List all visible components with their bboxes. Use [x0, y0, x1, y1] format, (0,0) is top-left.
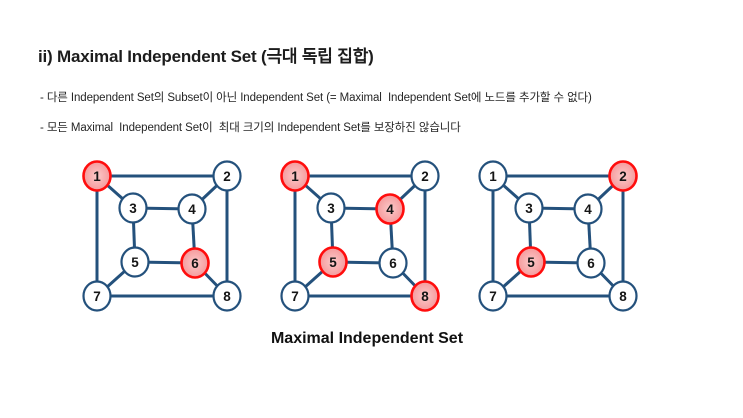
graph-3-node-8 [608, 280, 638, 312]
graph-3-node-7 [478, 280, 508, 312]
graph-2-node-label-6: 6 [389, 256, 397, 271]
graph-3-node-6 [576, 247, 606, 279]
graph-1-node-label-8: 8 [223, 289, 231, 304]
graph-3: 1 2 3 4 5 6 7 8 [478, 160, 638, 312]
graph-1-node-label-6: 6 [191, 256, 199, 271]
graph-2-node-8-highlighted [410, 280, 440, 312]
graph-3-node-label-7: 7 [489, 289, 497, 304]
graph-2-node-7 [280, 280, 310, 312]
graph-2-node-label-8: 8 [421, 289, 429, 304]
graph-1-node-label-2: 2 [223, 169, 231, 184]
graph-1-node-label-5: 5 [131, 255, 139, 270]
graph-1-node-7 [82, 280, 112, 312]
graph-1-node-2 [212, 160, 242, 192]
graph-2-node-label-2: 2 [421, 169, 429, 184]
graph-1-node-1-highlighted [82, 160, 112, 192]
graph-1-node-label-4: 4 [188, 202, 196, 217]
graph-3-node-label-3: 3 [525, 201, 533, 216]
graph-2-node-label-1: 1 [291, 169, 299, 184]
graph-1: 1 2 3 4 5 6 7 8 [82, 160, 242, 312]
graph-2-node-5-highlighted [318, 246, 348, 278]
graph-diagrams-row: 1 2 3 4 5 6 7 8 1 2 3 4 5 6 7 8 1 2 3 4 5 6 7 8 [59, 158, 638, 313]
graph-2: 1 2 3 4 5 6 7 8 [280, 160, 440, 312]
graph-1-node-8 [212, 280, 242, 312]
graph-2-node-label-3: 3 [327, 201, 335, 216]
graph-2-node-4-highlighted [375, 193, 405, 225]
graph-3-node-label-2: 2 [619, 169, 627, 184]
graph-3-node-label-4: 4 [584, 202, 592, 217]
graph-1-node-label-7: 7 [93, 289, 101, 304]
bullet-point-2: - 모든 Maximal Independent Set이 최대 크기의 Ind… [40, 122, 461, 134]
graph-2-node-1-highlighted [280, 160, 310, 192]
page-title: ii) Maximal Independent Set (극대 독립 집합) [38, 47, 374, 66]
graph-3-node-5-highlighted [516, 246, 546, 278]
graph-1-node-4 [177, 193, 207, 225]
graph-2-node-2 [410, 160, 440, 192]
figure-caption: Maximal Independent Set [270, 330, 464, 347]
graph-3-node-3 [514, 192, 544, 224]
graph-2-node-3 [316, 192, 346, 224]
graph-3-node-label-8: 8 [619, 289, 627, 304]
graph-3-node-2-highlighted [608, 160, 638, 192]
graph-1-node-3 [118, 192, 148, 224]
graph-3-node-1 [478, 160, 508, 192]
graph-3-node-label-5: 5 [527, 255, 535, 270]
graph-2-node-label-7: 7 [291, 289, 299, 304]
graph-1-node-6-highlighted [180, 247, 210, 279]
bullet-point-1: - 다른 Independent Set의 Subset이 아닌 Indepen… [40, 92, 592, 104]
graph-3-node-label-6: 6 [587, 256, 595, 271]
graph-2-node-6 [378, 247, 408, 279]
graph-2-node-label-5: 5 [329, 255, 337, 270]
graph-1-node-label-1: 1 [93, 169, 101, 184]
graph-2-node-label-4: 4 [386, 202, 394, 217]
graph-3-node-4 [573, 193, 603, 225]
graph-3-node-label-1: 1 [489, 169, 497, 184]
graph-1-node-5 [120, 246, 150, 278]
graph-1-node-label-3: 3 [129, 201, 137, 216]
